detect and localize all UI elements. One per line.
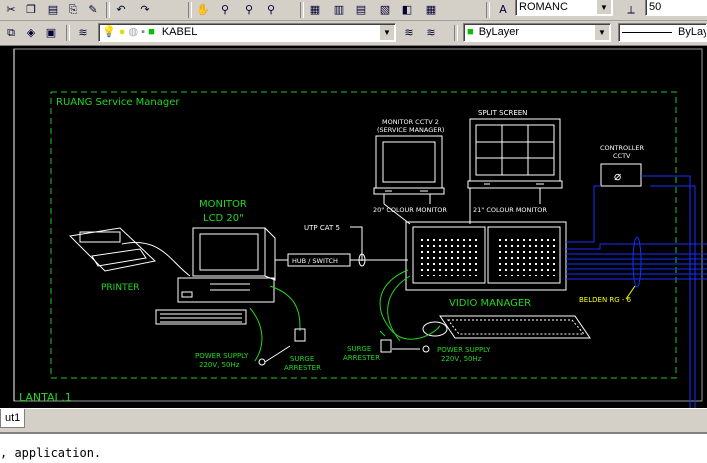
belden-label: BELDEN RG - 6: [579, 296, 632, 304]
monitor-cctv2-label: MONITOR CCTV 2: [382, 118, 439, 126]
layer-current-icon[interactable]: ≋: [404, 26, 414, 39]
cut-icon[interactable]: ✂: [6, 3, 16, 16]
surge-arrester-1-icon: [294, 328, 306, 342]
tab-layout1[interactable]: ut1: [0, 409, 26, 428]
layer-vp-freeze-icon: ◍: [128, 26, 139, 38]
surge2-b: ARRESTER: [343, 354, 380, 362]
chevron-down-icon[interactable]: ▼: [596, 0, 611, 14]
keyboard-right: [422, 315, 591, 339]
monitor-cctv2-sub: (SERVICE MANAGER): [377, 126, 444, 134]
blue-cables: [566, 175, 707, 408]
layout-tab-bar: ut1: [0, 408, 707, 433]
design-center-icon[interactable]: ▥: [333, 3, 345, 16]
chevron-down-icon[interactable]: ▼: [379, 25, 394, 40]
make-current-icon[interactable]: ≋: [78, 26, 88, 39]
video-manager-grid: [420, 236, 555, 276]
cctv-label: CCTV: [613, 152, 631, 160]
utp-label: UTP CAT 5: [304, 224, 340, 232]
undo-icon[interactable]: ↶: [116, 3, 126, 16]
controller-label: CONTROLLER: [600, 144, 644, 152]
command-line[interactable]: , application.: [0, 432, 707, 463]
power-spec-2: 220V, 50Hz: [441, 355, 482, 363]
layer-on-icon: 💡: [102, 26, 116, 38]
pc-computer: [155, 227, 276, 325]
zoom-previous-icon[interactable]: ⚲: [266, 3, 276, 16]
floor-label: LANTAI .1: [19, 391, 72, 404]
drawing-svg: RUANG Service Manager LANTAI .1 MONITOR …: [13, 48, 707, 408]
paste-icon[interactable]: ▤: [47, 3, 59, 16]
video-manager: [405, 221, 567, 291]
calculator-icon[interactable]: ▦: [425, 3, 437, 16]
standard-toolbar: ✂ ❐ ▤ ⎘ ✎ ↶ ↷ ✋ ⚲ ⚲ ⚲ ▦ ▥ ▤ ▧ ◧ ▦ A ROMA…: [0, 0, 707, 21]
copy-icon[interactable]: ❐: [26, 3, 36, 16]
text-style-value: ROMANC: [519, 1, 568, 13]
video-manager-label: VIDIO MANAGER: [449, 298, 531, 309]
lcd-label: LCD 20": [203, 213, 244, 224]
power-supply-1-label: POWER SUPPLY: [195, 352, 249, 360]
command-history-text: , application.: [0, 446, 102, 460]
room-boundary: [50, 91, 677, 379]
controller-box: [600, 163, 642, 187]
layer-previous-icon[interactable]: ▣: [45, 26, 57, 39]
text-style-select[interactable]: ROMANC ▼: [515, 0, 613, 16]
markup-icon[interactable]: ◧: [401, 3, 413, 16]
linetype-value: ByLay: [678, 26, 707, 38]
monitor-label: MONITOR: [199, 199, 247, 210]
split-screen-label: SPLIT SCREEN: [478, 109, 527, 117]
layer-color-icon: ■: [148, 26, 155, 38]
zoom-window-icon[interactable]: ⚲: [244, 3, 254, 16]
layer-previous-icon-2[interactable]: ≋: [426, 26, 436, 39]
surge1-a: SURGE: [290, 355, 314, 363]
tool-palettes-icon[interactable]: ▤: [355, 3, 367, 16]
dim-style-select[interactable]: 50: [645, 0, 707, 16]
chevron-down-icon[interactable]: ▼: [594, 25, 609, 40]
linetype-select[interactable]: ByLay: [618, 23, 707, 42]
split-screen-monitor: [467, 118, 563, 189]
cctv-monitor-small: [373, 135, 445, 195]
linetype-preview: [622, 31, 672, 33]
text-style-icon[interactable]: A: [499, 3, 507, 16]
properties-icon[interactable]: ▦: [309, 3, 321, 16]
surge2-a: SURGE: [347, 345, 371, 353]
controller-symbol-icon: ⌀: [614, 169, 621, 183]
dim-style-icon[interactable]: ⟂: [627, 2, 635, 16]
layer-lock-icon: ▪: [141, 26, 146, 38]
monitor-cables: [383, 188, 541, 225]
power-supply-2-label: POWER SUPPLY: [437, 346, 491, 354]
hub-label: HUB / SWITCH: [292, 257, 338, 265]
power-plugs-icon: [258, 345, 430, 366]
utp-leader: [350, 226, 363, 261]
layer-select[interactable]: 💡 ● ◍ ▪ ■ KABEL ▼: [98, 23, 396, 42]
colour-monitor-21-label: 21" COLOUR MONITOR: [473, 206, 547, 214]
layer-thaw-icon: ●: [118, 26, 126, 38]
power-spec-1: 220V, 50Hz: [199, 361, 240, 369]
belden-leader: [625, 285, 636, 300]
green-cables: [249, 269, 441, 362]
redo-icon[interactable]: ↷: [140, 3, 150, 16]
layer-manager-icon[interactable]: ⧉: [7, 25, 15, 39]
surge-arrester-2-icon: [380, 339, 392, 353]
colour-monitor-20-label: 20" COLOUR MONITOR: [373, 206, 447, 214]
tab-layout1-label: ut1: [5, 412, 21, 424]
room-title: RUANG Service Manager: [56, 97, 180, 108]
printer-label: PRINTER: [101, 283, 140, 293]
dim-style-value: 50: [649, 1, 662, 13]
color-swatch-icon: ■: [467, 26, 474, 38]
sheet-set-icon[interactable]: ▧: [379, 3, 391, 16]
layers-toolbar: ⧉ ◈ ▣ ≋ 💡 ● ◍ ▪ ■ KABEL ▼ ≋ ≋ ■ ByLayer …: [0, 21, 707, 46]
printer: [68, 227, 191, 277]
color-value: ByLayer: [478, 26, 520, 38]
network-cables: [275, 253, 408, 267]
zoom-realtime-icon[interactable]: ⚲: [220, 3, 230, 16]
match-properties-icon[interactable]: ⎘: [68, 2, 78, 16]
layer-state-icon[interactable]: ◈: [26, 26, 36, 39]
drawing-canvas[interactable]: RUANG Service Manager LANTAI .1 MONITOR …: [0, 46, 707, 408]
color-select[interactable]: ■ ByLayer ▼: [463, 23, 611, 42]
pan-icon[interactable]: ✋: [196, 3, 210, 16]
surge1-b: ARRESTER: [284, 364, 321, 372]
brush-icon[interactable]: ✎: [88, 3, 98, 16]
layer-name: KABEL: [161, 26, 198, 38]
